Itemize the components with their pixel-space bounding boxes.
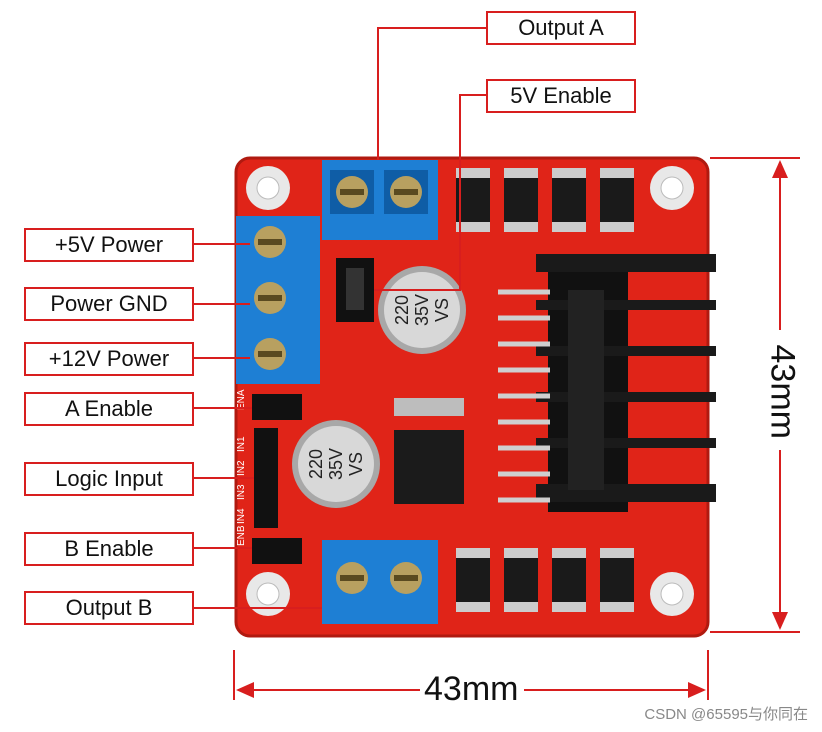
output-b-terminal: [322, 540, 438, 624]
jumper-5v-enable: [336, 258, 374, 322]
label-logic-input: Logic Input: [24, 462, 194, 496]
label-b-enable: B Enable: [24, 532, 194, 566]
mounting-hole: [650, 572, 694, 616]
watermark: CSDN @65595与你同在: [644, 706, 808, 723]
pin-marking: IN3: [236, 484, 247, 500]
capacitor-marking: 35V: [412, 294, 432, 326]
capacitor-marking: 220: [306, 449, 326, 479]
capacitor-top: 220 35V VS: [378, 266, 466, 354]
capacitor-bottom: 220 35V VS: [292, 420, 380, 508]
pin-marking: ENA: [236, 389, 247, 410]
label-5v-power: +5V Power: [24, 228, 194, 262]
dimension-width: 43mm: [424, 670, 519, 708]
label-output-a: Output A: [486, 11, 636, 45]
label-a-enable: A Enable: [24, 392, 194, 426]
capacitor-marking: VS: [346, 452, 366, 476]
dimension-height: 43mm: [763, 344, 802, 439]
dimension-lines: [233, 157, 800, 700]
label-5v-enable: 5V Enable: [486, 79, 636, 113]
heatsink: [536, 254, 716, 512]
pin-marking: ENB: [236, 525, 247, 546]
capacitor-marking: VS: [432, 298, 452, 322]
diodes-top: [456, 168, 634, 232]
label-12v-power: +12V Power: [24, 342, 194, 376]
pin-marking: IN4: [236, 508, 247, 524]
dimension-arrows: [236, 160, 788, 698]
capacitor-marking: 220: [392, 295, 412, 325]
capacitor-marking: 35V: [326, 448, 346, 480]
label-power-gnd: Power GND: [24, 287, 194, 321]
jumper-b-enable: [252, 538, 302, 564]
callout-lines: [192, 27, 486, 609]
output-a-terminal: [322, 160, 438, 240]
logic-input-pins: [254, 428, 278, 528]
diodes-bottom: [456, 548, 634, 612]
driver-chip-pins: [498, 289, 550, 503]
mounting-hole: [650, 166, 694, 210]
voltage-regulator: [394, 398, 464, 504]
pin-marking: IN1: [236, 436, 247, 452]
mounting-hole: [246, 572, 290, 616]
pin-marking: IN2: [236, 460, 247, 476]
mounting-hole: [246, 166, 290, 210]
label-output-b: Output B: [24, 591, 194, 625]
jumper-a-enable: [252, 394, 302, 420]
